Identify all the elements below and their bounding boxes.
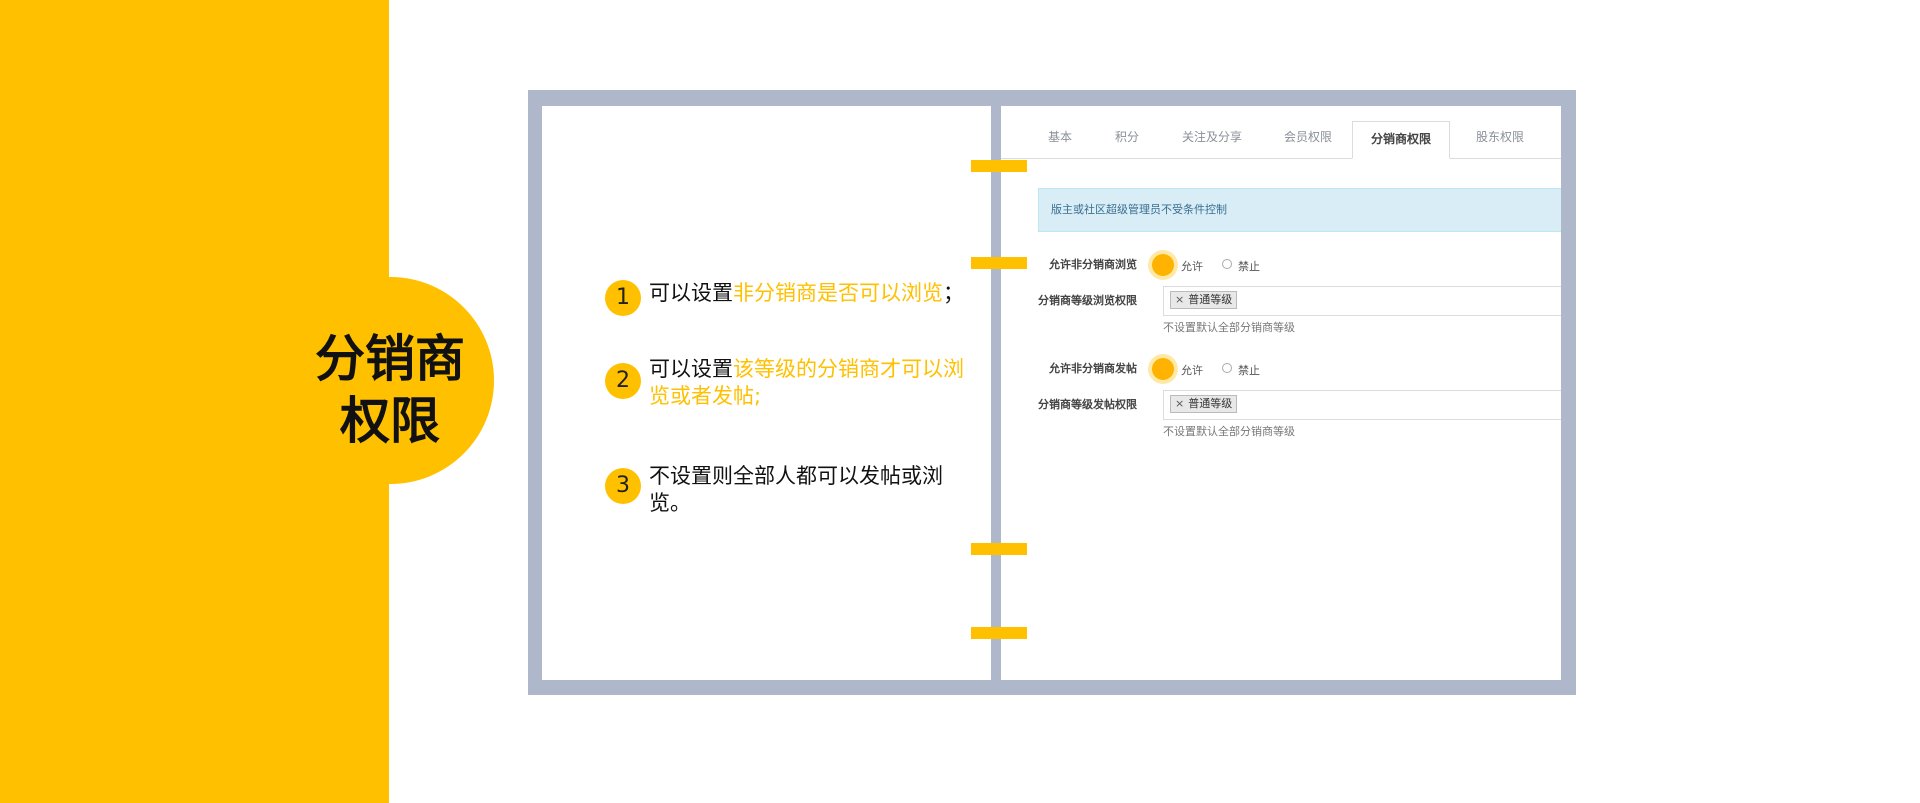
tab-basic[interactable]: 基本: [1048, 130, 1073, 144]
point-text: 可以设置非分销商是否可以浏览；: [649, 281, 964, 305]
title-circle: [287, 277, 494, 484]
notebook-right-page: 基本 积分 关注及分享 会员权限 分销商权限 股东权限 版主或社区超级管理员不受…: [1001, 106, 1561, 680]
binder-ring: [971, 627, 1027, 639]
binder-ring: [971, 543, 1027, 555]
allow-post-label: 允许非分销商发帖: [1049, 362, 1137, 375]
tag-remove-icon[interactable]: ×: [1175, 397, 1185, 410]
post-level-hint: 不设置默认全部分销商等级: [1163, 425, 1295, 438]
tab-shareholder-permission[interactable]: 股东权限: [1476, 130, 1525, 144]
level-tag-label: 普通等级: [1188, 293, 1233, 306]
notice-banner: 版主或社区超级管理员不受条件控制: [1038, 188, 1561, 232]
title-line-2: 权限: [340, 392, 440, 450]
section-title: 分销商 权限: [300, 328, 480, 452]
allow-browse-allow-label: 允许: [1181, 260, 1203, 273]
browse-level-hint: 不设置默认全部分销商等级: [1163, 321, 1295, 334]
browse-level-select[interactable]: ×普通等级: [1163, 286, 1561, 316]
allow-browse-radio-deny[interactable]: [1222, 259, 1232, 269]
binder-ring: [971, 160, 1027, 172]
point-number: 1: [605, 280, 641, 316]
allow-post-deny-label: 禁止: [1238, 364, 1260, 377]
post-level-label: 分销商等级发帖权限: [1038, 398, 1137, 411]
allow-post-allow-label: 允许: [1181, 364, 1203, 377]
allow-browse-radio-allow[interactable]: [1152, 254, 1174, 276]
tab-member-permission[interactable]: 会员权限: [1284, 130, 1333, 144]
allow-post-radio-allow[interactable]: [1152, 358, 1174, 380]
tab-follow-share[interactable]: 关注及分享: [1182, 130, 1243, 144]
point-text: 不设置则全部人都可以发帖或浏览。: [649, 464, 943, 515]
level-tag[interactable]: ×普通等级: [1170, 395, 1238, 413]
allow-post-radio-deny[interactable]: [1222, 363, 1232, 373]
level-tag-label: 普通等级: [1188, 397, 1233, 410]
point-number: 3: [605, 468, 641, 504]
allow-browse-deny-label: 禁止: [1238, 260, 1260, 273]
post-level-select[interactable]: ×普通等级: [1163, 390, 1561, 420]
tab-distributor-permission[interactable]: 分销商权限: [1352, 121, 1450, 159]
allow-browse-label: 允许非分销商浏览: [1049, 258, 1137, 271]
tag-remove-icon[interactable]: ×: [1175, 293, 1185, 306]
point-text: 可以设置该等级的分销商才可以浏览或者发帖;: [649, 357, 964, 408]
tab-bar: 基本 积分 关注及分享 会员权限 分销商权限 股东权限: [1001, 106, 1561, 159]
browse-level-label: 分销商等级浏览权限: [1038, 294, 1137, 307]
title-line-1: 分销商: [315, 330, 465, 388]
level-tag[interactable]: ×普通等级: [1170, 291, 1238, 309]
tab-points[interactable]: 积分: [1115, 130, 1140, 144]
binder-ring: [971, 257, 1027, 269]
point-number: 2: [605, 363, 641, 399]
